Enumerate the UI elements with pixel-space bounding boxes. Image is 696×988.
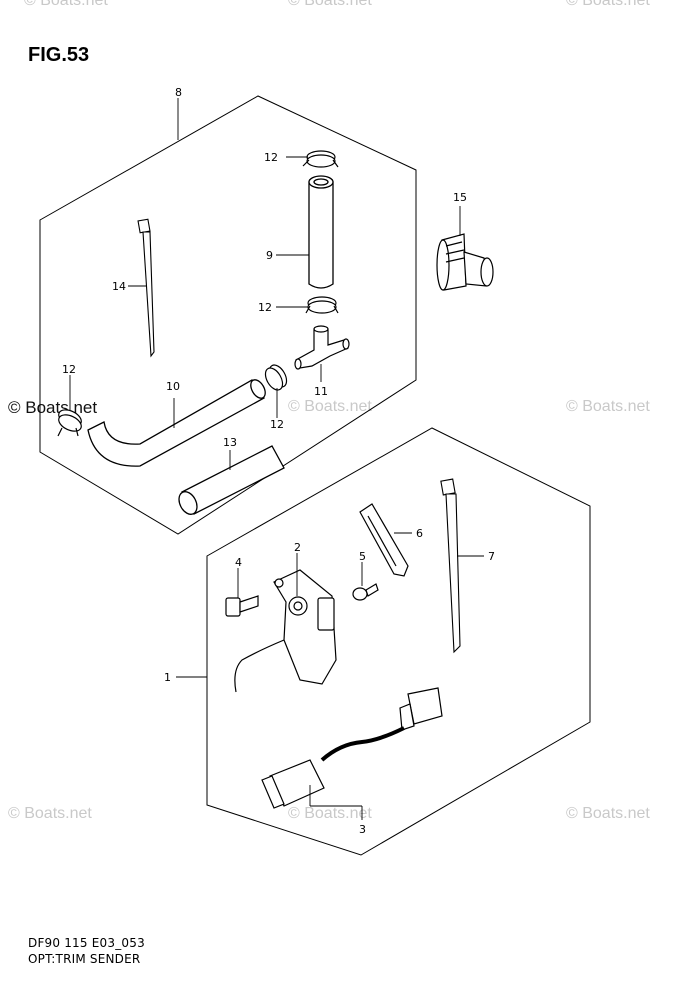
watermark: © Boats.net: [566, 0, 650, 9]
hose-clamp-icon: [264, 364, 288, 391]
cable-tie-icon: [440, 478, 461, 654]
watermark: © Boats.net: [566, 805, 650, 822]
callout-4: 4: [235, 556, 242, 569]
diagram-code: DF90 115 E03_053: [28, 936, 145, 950]
callout-8: 8: [175, 86, 182, 99]
callout-15: 15: [453, 191, 467, 204]
watermark: © Boats.net: [288, 0, 372, 9]
watermark: © Boats.net: [288, 398, 372, 415]
callout-10: 10: [166, 380, 180, 393]
callout-13: 13: [223, 436, 237, 449]
hose-fitting-icon: [436, 233, 494, 291]
watermark: © Boats.net: [566, 398, 650, 415]
callout-1: 1: [164, 671, 171, 684]
straight-hose-icon: [308, 175, 334, 289]
callout-12: 12: [258, 301, 272, 314]
watermark: © Boats.net: [24, 0, 108, 9]
watermark: © Boats.net: [288, 805, 372, 822]
hose-clamp-icon: [57, 409, 82, 437]
bent-hose-icon: [87, 379, 266, 467]
callout-2: 2: [294, 541, 301, 554]
diagram-name: OPT:TRIM SENDER: [28, 952, 141, 966]
t-joint-icon: [294, 325, 350, 370]
wiring-harness-icon: [261, 687, 443, 809]
cable-tie-icon: [137, 218, 155, 358]
callout-11: 11: [314, 385, 328, 398]
callout-6: 6: [416, 527, 423, 540]
callout-14: 14: [112, 280, 126, 293]
callout-5: 5: [359, 550, 366, 563]
strap-icon: [359, 503, 409, 577]
callout-12: 12: [264, 151, 278, 164]
callout-7: 7: [488, 550, 495, 563]
screw-icon: [352, 583, 379, 601]
figure-title: FIG.53: [28, 44, 90, 66]
bolt-icon: [225, 595, 259, 617]
group-outline-1: [206, 427, 591, 856]
watermark: © Boats.net: [8, 805, 92, 822]
trim-sender-icon: [234, 569, 337, 693]
group-outline-8: [39, 95, 417, 535]
callout-3: 3: [359, 823, 366, 836]
callout-9: 9: [266, 249, 273, 262]
callout-labels: 8 12 9 12 11 10 12 12 13 14 15 2 4 5 6 7…: [62, 86, 495, 836]
hose-clamp-icon: [305, 296, 339, 314]
callout-12: 12: [62, 363, 76, 376]
callout-12: 12: [270, 418, 284, 431]
hose-clamp-icon: [302, 150, 339, 168]
short-hose-icon: [178, 445, 285, 515]
